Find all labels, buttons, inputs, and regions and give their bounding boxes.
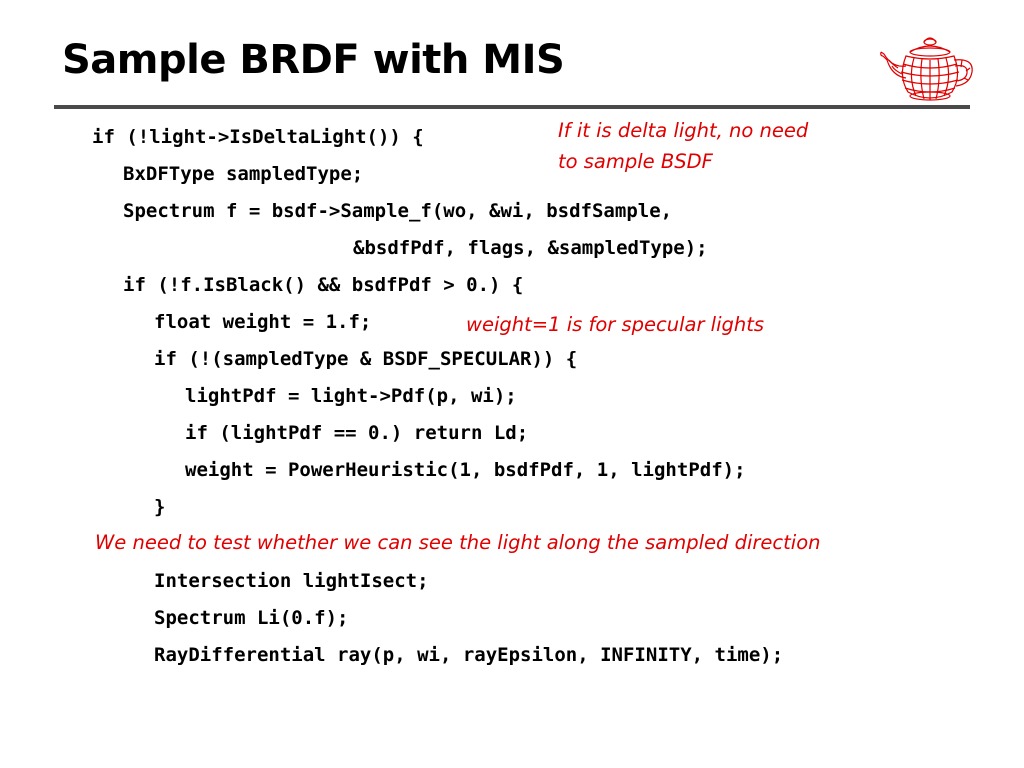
code-line: &bsdfPdf, flags, &sampledType); bbox=[353, 237, 708, 259]
code-line: Spectrum f = bsdf->Sample_f(wo, &wi, bsd… bbox=[123, 200, 673, 222]
code-line: } bbox=[154, 496, 166, 518]
visibility-test-note: We need to test whether we can see the l… bbox=[95, 531, 821, 554]
code-line: if (!(sampledType & BSDF_SPECULAR)) { bbox=[154, 348, 578, 370]
code-line: if (!f.IsBlack() && bsdfPdf > 0.) { bbox=[123, 274, 524, 296]
code-line: RayDifferential ray(p, wi, rayEpsilon, I… bbox=[154, 644, 784, 666]
code-line: if (lightPdf == 0.) return Ld; bbox=[185, 422, 529, 444]
code-line: Spectrum Li(0.f); bbox=[154, 607, 349, 629]
wireframe-teapot-icon bbox=[880, 37, 973, 101]
delta-light-note: to sample BSDF bbox=[558, 150, 713, 173]
code-line: lightPdf = light->Pdf(p, wi); bbox=[185, 385, 517, 407]
delta-light-note: If it is delta light, no need bbox=[558, 119, 809, 142]
code-line: weight = PowerHeuristic(1, bsdfPdf, 1, l… bbox=[185, 459, 746, 481]
code-line: float weight = 1.f; bbox=[154, 311, 372, 333]
code-line: Intersection lightIsect; bbox=[154, 570, 429, 592]
slide-title: Sample BRDF with MIS bbox=[62, 37, 565, 83]
title-divider bbox=[54, 105, 970, 109]
code-line: BxDFType sampledType; bbox=[123, 163, 364, 185]
specular-weight-note: weight=1 is for specular lights bbox=[466, 313, 765, 336]
code-line: if (!light->IsDeltaLight()) { bbox=[92, 126, 424, 148]
